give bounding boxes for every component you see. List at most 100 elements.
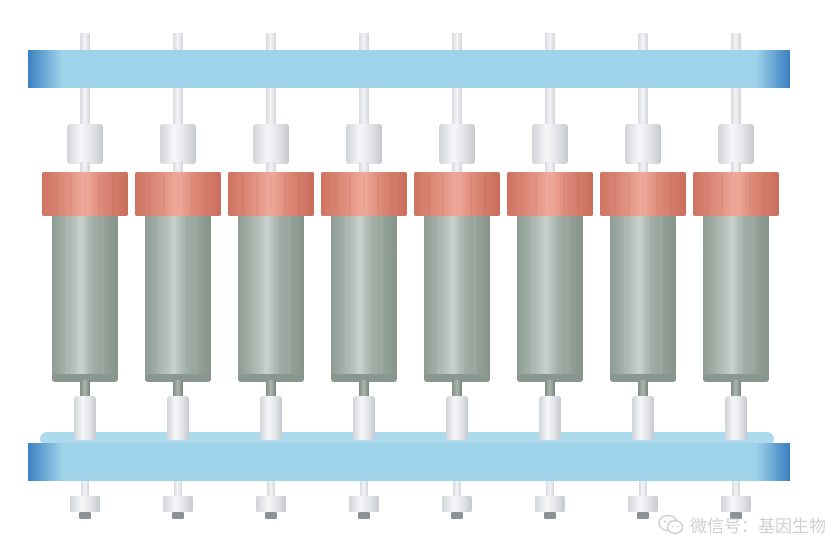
column-group	[42, 124, 779, 440]
upper-fitting-stem	[545, 162, 555, 174]
bottom-connector-tip	[637, 512, 649, 519]
column-body	[52, 210, 118, 380]
column-cap	[414, 172, 500, 216]
upper-fitting	[67, 124, 103, 164]
column-cap	[600, 172, 686, 216]
column-assembly	[414, 124, 500, 440]
upper-fitting-stem	[638, 162, 648, 174]
bottom-connector	[442, 481, 472, 519]
column-body	[145, 210, 211, 380]
column-assembly	[693, 124, 779, 440]
bottom-connector-tip	[265, 512, 277, 519]
bottom-connector	[256, 481, 286, 519]
lower-fitting	[353, 396, 375, 440]
column-assembly	[600, 124, 686, 440]
bottom-connector-nut	[70, 496, 100, 512]
bottom-connector-tube	[267, 481, 275, 497]
bottom-connector-tip	[358, 512, 370, 519]
lower-fitting	[725, 396, 747, 440]
column-base	[331, 374, 397, 382]
bottom-connector-nut	[256, 496, 286, 512]
outlet-stem	[173, 380, 183, 398]
bottom-connector-tube	[732, 481, 740, 497]
bottom-connector-tip	[544, 512, 556, 519]
upper-fitting-stem	[266, 162, 276, 174]
column-cap	[228, 172, 314, 216]
column-base	[517, 374, 583, 382]
bottom-connector-nut	[349, 496, 379, 512]
column-assembly	[135, 124, 221, 440]
bottom-connector-tip	[172, 512, 184, 519]
upper-fitting	[253, 124, 289, 164]
bottom-connector-nut	[721, 496, 751, 512]
column-body	[331, 210, 397, 380]
lower-fitting	[446, 396, 468, 440]
bottom-connector-tube	[639, 481, 647, 497]
column-base	[424, 374, 490, 382]
column-cap	[42, 172, 128, 216]
upper-fitting-stem	[80, 162, 90, 174]
upper-fitting-stem	[452, 162, 462, 174]
bottom-connector-tube	[546, 481, 554, 497]
upper-fitting	[160, 124, 196, 164]
lower-fitting	[539, 396, 561, 440]
bottom-connector-tip	[730, 512, 742, 519]
column-cap	[321, 172, 407, 216]
bottom-connector-tube	[81, 481, 89, 497]
bottom-connector-nut	[442, 496, 472, 512]
lower-fitting	[74, 396, 96, 440]
upper-fitting-stem	[359, 162, 369, 174]
column-body	[610, 210, 676, 380]
watermark: 微信号：基因生物	[658, 512, 826, 537]
column-assembly	[507, 124, 593, 440]
bottom-connector	[628, 481, 658, 519]
bottom-connector-nut	[163, 496, 193, 512]
upper-fitting-stem	[731, 162, 741, 174]
column-assembly	[321, 124, 407, 440]
bottom-connector-tube	[453, 481, 461, 497]
wechat-icon	[658, 514, 684, 534]
column-base	[52, 374, 118, 382]
column-base	[238, 374, 304, 382]
bottom-connector	[70, 481, 100, 519]
upper-fitting	[718, 124, 754, 164]
bottom-connector-group	[70, 481, 751, 519]
column-cap	[507, 172, 593, 216]
outlet-stem	[731, 380, 741, 398]
upper-fitting-stem	[173, 162, 183, 174]
outlet-stem	[452, 380, 462, 398]
outlet-stem	[359, 380, 369, 398]
bottom-connector	[535, 481, 565, 519]
upper-fitting	[625, 124, 661, 164]
bottom-connector	[349, 481, 379, 519]
lower-fitting	[167, 396, 189, 440]
bottom-connector	[721, 481, 751, 519]
column-body	[703, 210, 769, 380]
bottom-manifold-rail	[28, 432, 790, 481]
column-assembly	[42, 124, 128, 440]
outlet-stem	[545, 380, 555, 398]
column-base	[610, 374, 676, 382]
column-body	[238, 210, 304, 380]
outlet-stem	[266, 380, 276, 398]
column-base	[145, 374, 211, 382]
bottom-connector-tip	[79, 512, 91, 519]
upper-fitting	[439, 124, 475, 164]
column-base	[703, 374, 769, 382]
column-body	[517, 210, 583, 380]
watermark-text: 微信号：基因生物	[690, 517, 826, 537]
column-cap	[693, 172, 779, 216]
column-body	[424, 210, 490, 380]
bottom-connector-nut	[535, 496, 565, 512]
upper-fitting	[532, 124, 568, 164]
column-cap	[135, 172, 221, 216]
column-assembly	[228, 124, 314, 440]
upper-fitting	[346, 124, 382, 164]
top-manifold-rail	[28, 50, 790, 88]
bottom-connector-tip	[451, 512, 463, 519]
bottom-connector	[163, 481, 193, 519]
lower-fitting	[260, 396, 282, 440]
bottom-connector-tube	[360, 481, 368, 497]
outlet-stem	[80, 380, 90, 398]
bottom-connector-nut	[628, 496, 658, 512]
